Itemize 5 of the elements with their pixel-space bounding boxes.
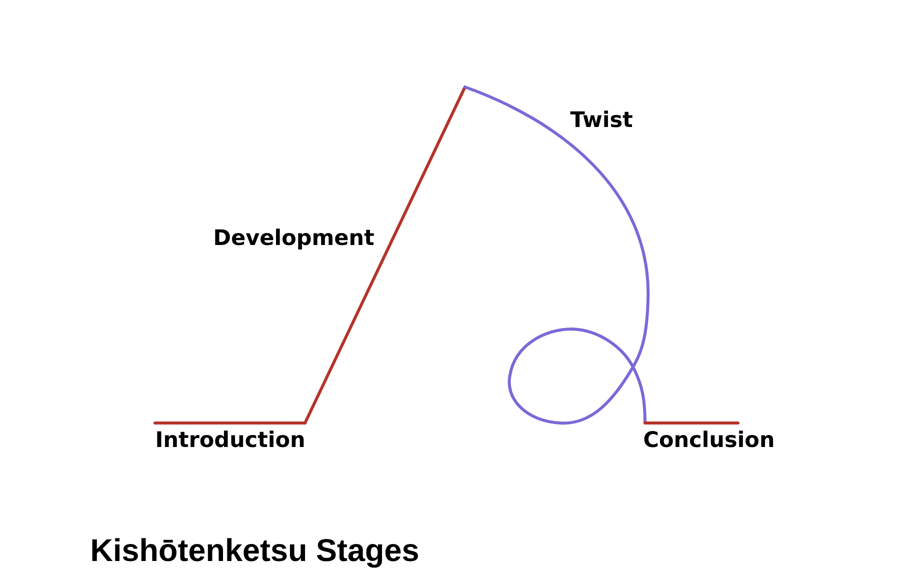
stage-label: Introduction	[157, 430, 304, 448]
caption: Kishōtenketsu Stages	[92, 538, 418, 568]
stage-label: Development	[215, 228, 374, 250]
stage-label: Twist	[570, 110, 632, 128]
stage-label: Conclusion	[644, 430, 774, 448]
